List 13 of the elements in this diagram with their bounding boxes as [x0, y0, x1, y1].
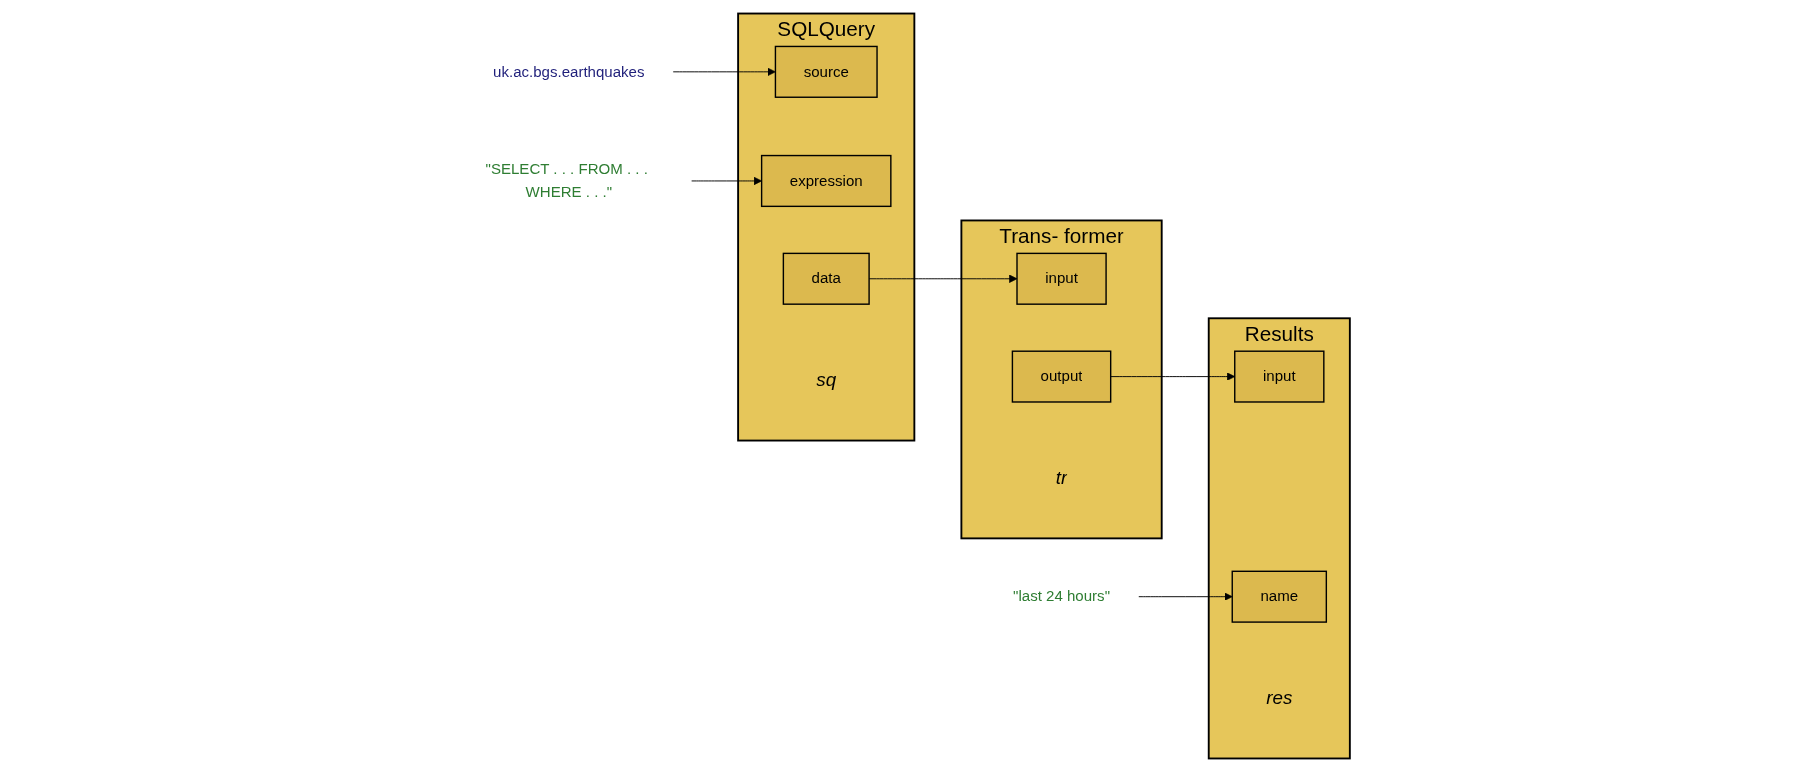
- node-text: "SELECT . . . FROM . . . WHERE . . .": [485, 160, 648, 200]
- node-box: name: [1231, 570, 1327, 623]
- node-text: uk.ac.bgs.earthquakes: [492, 62, 645, 79]
- node-box: data: [782, 252, 870, 305]
- node-label: res: [1266, 686, 1293, 708]
- node-label: tr: [1055, 466, 1068, 488]
- node-box: input: [1016, 252, 1107, 305]
- node-label: sq: [816, 368, 836, 390]
- node-box: source: [774, 45, 878, 98]
- node-box: output: [1011, 350, 1112, 403]
- node-text: "last 24 hours": [1012, 587, 1110, 604]
- node-box: input: [1233, 350, 1325, 403]
- node-box: expression: [760, 154, 892, 207]
